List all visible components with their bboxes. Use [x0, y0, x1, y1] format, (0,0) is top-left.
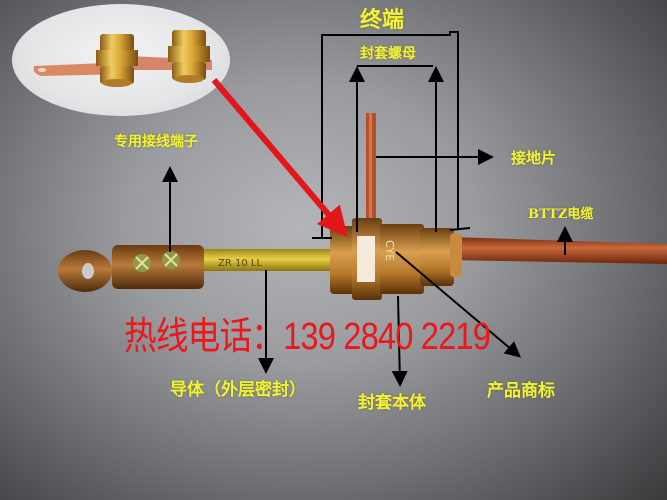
label-earth-tag: 接地片 [511, 149, 557, 167]
label-gland-nut: 封套螺母 [360, 46, 416, 62]
bttz-cable [450, 237, 667, 264]
inset-photo [12, 4, 230, 116]
label-product-mark: 产品商标 [487, 381, 555, 401]
label-conductor: 导体（外层密封） [170, 380, 306, 400]
label-bttz-cable: BTTZ电缆 [528, 207, 594, 222]
brass-gland-pair-icon [33, 30, 212, 87]
svg-text:CYE: CYE [383, 240, 396, 261]
label-gland-body: 封套本体 [358, 393, 426, 413]
title-label-terminal: 终端 [360, 8, 405, 33]
cable-gland: CYE [330, 218, 462, 300]
conductor: ZR 10 LL [200, 249, 340, 271]
svg-text:ZR 10 LL: ZR 10 LL [218, 258, 262, 269]
red-arrow-icon [211, 78, 348, 238]
hotline-label: 热线电话： [124, 316, 284, 358]
label-dedicated-terminal: 专用接线端子 [114, 134, 198, 150]
hotline-banner: 热线电话：139 2840 2219 [124, 305, 491, 360]
leader-lines [162, 31, 573, 387]
earth-tag [366, 113, 376, 238]
terminal-lug [58, 245, 204, 292]
hotline-number: 139 2840 2219 [283, 316, 491, 358]
